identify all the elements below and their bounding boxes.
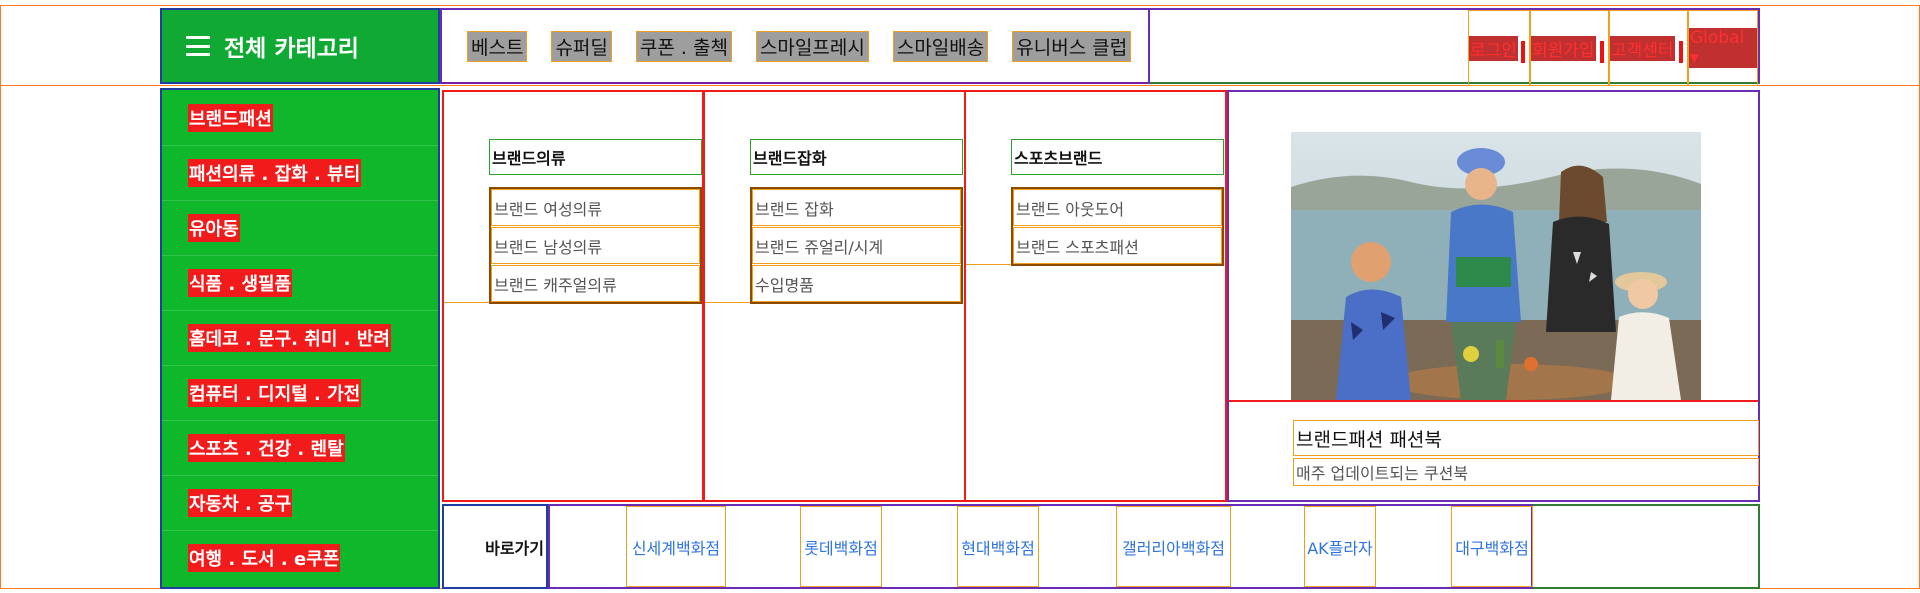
divider	[444, 302, 489, 303]
sidebar-item-label: 자동차 . 공구	[188, 489, 293, 517]
sidebar-item-label: 여행 . 도서 . e쿠폰	[188, 544, 341, 572]
customer-center-link[interactable]: 고객센터	[1609, 10, 1688, 86]
sidebar-item-travel[interactable]: 여행 . 도서 . e쿠폰	[162, 530, 438, 585]
column-title[interactable]: 브랜드잡화	[750, 139, 963, 175]
store-link-daegu[interactable]: 대구백화점	[1451, 506, 1533, 587]
sidebar-item-label: 컴퓨터 . 디지털 . 가전	[188, 379, 362, 407]
login-link[interactable]: 로그인	[1468, 10, 1530, 86]
login-label: 로그인	[1469, 35, 1518, 61]
utility-nav: 로그인 회원가입 고객센터 Global ▾	[1150, 8, 1760, 86]
shortcut-spacer	[1533, 504, 1760, 589]
promo-image[interactable]	[1291, 132, 1701, 400]
signup-label: 회원가입	[1531, 35, 1596, 61]
promo-subtitle: 매주 업데이트되는 쿠션북	[1293, 458, 1759, 486]
column-title[interactable]: 스포츠브랜드	[1011, 139, 1224, 175]
column-title[interactable]: 브랜드의류	[489, 139, 702, 175]
store-link-hyundai[interactable]: 현대백화점	[957, 506, 1039, 587]
nav-best[interactable]: 베스트	[466, 30, 528, 62]
all-categories-button[interactable]: 전체 카테고리	[160, 8, 440, 84]
menu-link-outdoor[interactable]: 브랜드 아웃도어	[1013, 189, 1222, 226]
sidebar-item-label: 유아동	[188, 214, 240, 242]
sidebar-item-brand-fashion[interactable]: 브랜드패션	[162, 90, 438, 146]
separator	[1679, 41, 1683, 63]
sidebar-item-label: 식품 . 생필품	[188, 269, 293, 297]
promo-banner[interactable]: 브랜드패션 패션북 매주 업데이트되는 쿠션북	[1227, 90, 1760, 502]
menu-link-jewelry[interactable]: 브랜드 쥬얼리/시계	[752, 227, 961, 264]
sidebar-item-digital[interactable]: 컴퓨터 . 디지털 . 가전	[162, 365, 438, 421]
sidebar-item-auto[interactable]: 자동차 . 공구	[162, 475, 438, 531]
promo-divider	[1229, 400, 1758, 402]
global-link[interactable]: Global ▾	[1688, 10, 1758, 86]
sidebar-item-sports[interactable]: 스포츠 . 건강 . 렌탈	[162, 420, 438, 476]
customer-center-label: 고객센터	[1610, 35, 1675, 61]
nav-smile-fresh[interactable]: 스마일프레시	[755, 30, 869, 62]
nav-universe-club[interactable]: 유니버스 클럽	[1012, 30, 1132, 62]
divider	[705, 302, 750, 303]
menu-link-goods[interactable]: 브랜드 잡화	[752, 189, 961, 226]
menu-link-casual[interactable]: 브랜드 캐주얼의류	[491, 265, 700, 302]
menu-column-sports-brand: 스포츠브랜드 브랜드 아웃도어 브랜드 스포츠패션	[964, 90, 1227, 502]
menu-column-brand-clothing: 브랜드의류 브랜드 여성의류 브랜드 남성의류 브랜드 캐주얼의류	[442, 90, 704, 502]
column-list: 브랜드 여성의류 브랜드 남성의류 브랜드 캐주얼의류	[489, 187, 702, 304]
separator	[1600, 41, 1604, 63]
sidebar-item-fashion-beauty[interactable]: 패션의류 . 잡화 . 뷰티	[162, 145, 438, 201]
separator	[1521, 41, 1525, 63]
category-sidebar: 브랜드패션 패션의류 . 잡화 . 뷰티 유아동 식품 . 생필품 홈데코 . …	[160, 88, 440, 589]
store-link-galleria[interactable]: 갤러리아백화점	[1116, 506, 1231, 587]
shortcut-label: 바로가기	[442, 504, 548, 589]
menu-link-luxury[interactable]: 수입명품	[752, 265, 961, 302]
store-link-shinsegae[interactable]: 신세계백화점	[626, 506, 726, 587]
store-link-lotte[interactable]: 롯데백화점	[800, 506, 882, 587]
signup-link[interactable]: 회원가입	[1530, 10, 1609, 86]
divider	[966, 264, 1011, 265]
sidebar-item-label: 홈데코 . 문구. 취미 . 반려	[188, 324, 391, 352]
department-store-links: 신세계백화점 롯데백화점 현대백화점 갤러리아백화점 AK플라자 대구백화점	[548, 504, 1533, 589]
promo-title[interactable]: 브랜드패션 패션북	[1293, 420, 1759, 456]
sidebar-item-home-deco[interactable]: 홈데코 . 문구. 취미 . 반려	[162, 310, 438, 366]
sidebar-item-label: 패션의류 . 잡화 . 뷰티	[188, 159, 362, 187]
global-label: Global ▾	[1689, 28, 1757, 68]
store-link-ak-plaza[interactable]: AK플라자	[1304, 506, 1376, 587]
nav-superdeal[interactable]: 슈퍼딜	[551, 30, 612, 62]
sidebar-item-label: 브랜드패션	[188, 104, 273, 132]
sidebar-item-kids[interactable]: 유아동	[162, 200, 438, 256]
column-list: 브랜드 잡화 브랜드 쥬얼리/시계 수입명품	[750, 187, 963, 304]
nav-coupon[interactable]: 쿠폰 . 출첵	[635, 30, 732, 62]
hamburger-icon	[186, 36, 210, 56]
nav-smile-delivery[interactable]: 스마일배송	[892, 30, 989, 62]
fashion-photo	[1291, 132, 1701, 400]
all-categories-label: 전체 카테고리	[224, 36, 359, 62]
main-nav: 베스트 슈퍼딜 쿠폰 . 출첵 스마일프레시 스마일배송 유니버스 클럽	[440, 8, 1150, 84]
menu-link-men[interactable]: 브랜드 남성의류	[491, 227, 700, 264]
menu-link-sports-fashion[interactable]: 브랜드 스포츠패션	[1013, 227, 1222, 264]
column-list: 브랜드 아웃도어 브랜드 스포츠패션	[1011, 187, 1224, 266]
menu-link-women[interactable]: 브랜드 여성의류	[491, 189, 700, 226]
sidebar-item-food[interactable]: 식품 . 생필품	[162, 255, 438, 311]
sidebar-item-label: 스포츠 . 건강 . 렌탈	[188, 434, 345, 462]
menu-column-brand-goods: 브랜드잡화 브랜드 잡화 브랜드 쥬얼리/시계 수입명품	[703, 90, 966, 502]
